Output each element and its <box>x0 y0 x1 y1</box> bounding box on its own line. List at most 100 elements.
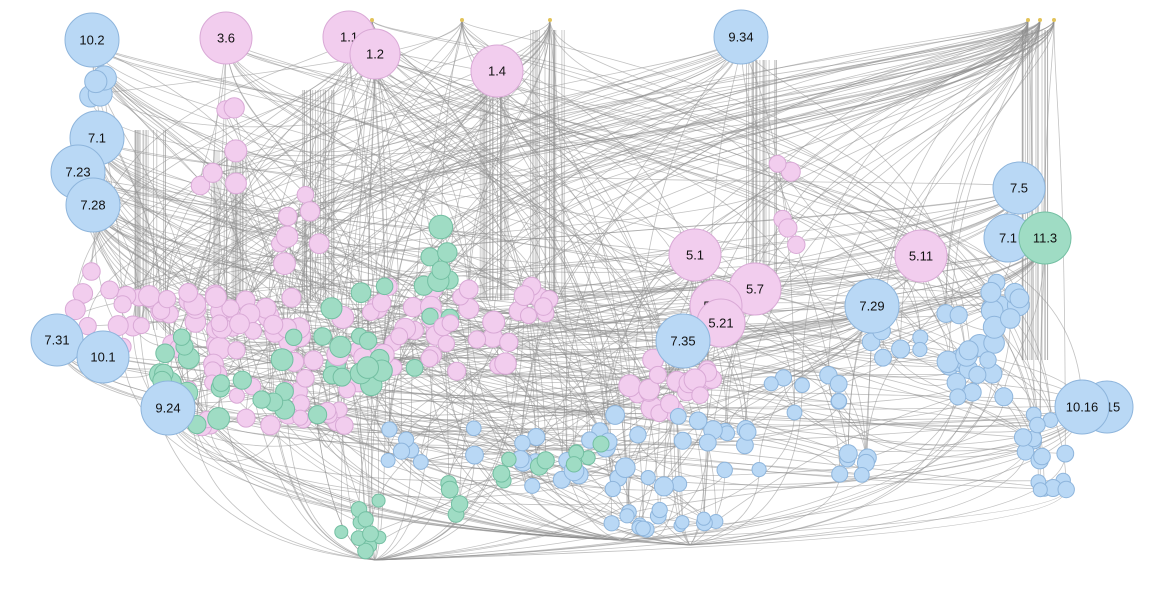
pink-node[interactable] <box>648 365 667 384</box>
blue-node[interactable] <box>912 341 928 358</box>
pink-node[interactable] <box>459 279 479 300</box>
green-node[interactable] <box>313 327 332 346</box>
blue-node[interactable] <box>1033 447 1051 466</box>
pink-node[interactable] <box>113 295 132 314</box>
pink-node[interactable] <box>228 387 245 404</box>
blue-node[interactable] <box>963 383 982 402</box>
blue-node[interactable] <box>604 480 621 498</box>
blue-node[interactable] <box>738 423 757 441</box>
green-node[interactable] <box>329 335 352 358</box>
pink-node[interactable] <box>638 378 660 401</box>
pink-node[interactable] <box>618 374 642 398</box>
blue-node[interactable] <box>853 467 870 483</box>
pink-node[interactable] <box>278 206 298 227</box>
node-1-4[interactable]: 1.4 <box>470 44 524 98</box>
pink-node[interactable] <box>276 225 299 248</box>
pink-node[interactable] <box>82 262 101 281</box>
green-node[interactable] <box>371 493 386 508</box>
green-node[interactable] <box>440 480 459 499</box>
blue-node[interactable] <box>794 377 810 394</box>
blue-node[interactable] <box>1000 308 1021 329</box>
pink-node[interactable] <box>513 285 535 307</box>
blue-node[interactable] <box>968 365 987 384</box>
pink-node[interactable] <box>263 314 284 335</box>
blue-node[interactable] <box>949 388 967 406</box>
pink-node[interactable] <box>221 299 240 318</box>
green-node[interactable] <box>501 451 517 468</box>
node-11-3[interactable]: 11.3 <box>1018 211 1072 265</box>
node-10-16[interactable]: 10.16 <box>1054 379 1110 435</box>
blue-node[interactable] <box>653 476 674 497</box>
blue-node[interactable] <box>465 445 484 465</box>
green-node[interactable] <box>565 456 583 473</box>
node-7-29[interactable]: 7.29 <box>844 278 900 334</box>
node-10-2[interactable]: 10.2 <box>64 12 120 68</box>
pink-node[interactable] <box>224 139 248 163</box>
pink-node[interactable] <box>441 314 460 332</box>
blue-node[interactable] <box>629 426 647 444</box>
green-node[interactable] <box>252 390 271 409</box>
blue-node[interactable] <box>786 404 803 421</box>
green-node[interactable] <box>207 407 231 430</box>
blue-node[interactable] <box>829 375 848 393</box>
node-7-28[interactable]: 7.28 <box>65 177 121 233</box>
blue-node[interactable] <box>716 461 733 479</box>
blue-node[interactable] <box>392 442 411 460</box>
blue-node[interactable] <box>1056 444 1075 463</box>
pink-node[interactable] <box>202 162 223 183</box>
green-node[interactable] <box>356 356 380 379</box>
blue-node[interactable] <box>698 433 717 452</box>
pink-node[interactable] <box>190 175 211 196</box>
pink-node[interactable] <box>64 299 86 321</box>
node-7-31[interactable]: 7.31 <box>30 313 84 367</box>
green-node[interactable] <box>450 495 469 513</box>
blue-node[interactable] <box>980 281 1002 303</box>
blue-node[interactable] <box>763 376 779 392</box>
pink-node[interactable] <box>281 287 302 308</box>
node-7-1-right[interactable]: 7.1 <box>983 213 1033 263</box>
blue-node[interactable] <box>891 339 911 359</box>
green-node[interactable] <box>492 464 511 483</box>
green-node[interactable] <box>155 343 175 364</box>
green-node[interactable] <box>592 435 610 453</box>
blue-node[interactable] <box>831 465 849 483</box>
blue-node[interactable] <box>514 434 531 452</box>
pink-node[interactable] <box>534 297 553 316</box>
green-node[interactable] <box>357 511 374 528</box>
pink-node[interactable] <box>768 154 787 173</box>
node-3-6[interactable]: 3.6 <box>199 11 253 65</box>
pink-node[interactable] <box>308 233 330 255</box>
pink-node[interactable] <box>227 341 246 360</box>
blue-node[interactable] <box>994 387 1014 407</box>
pink-node[interactable] <box>132 317 150 335</box>
green-node[interactable] <box>212 374 230 392</box>
pink-node[interactable] <box>100 280 119 300</box>
node-10-1[interactable]: 10.1 <box>76 330 130 384</box>
pink-node[interactable] <box>273 252 296 276</box>
pink-node[interactable] <box>229 313 250 335</box>
pink-node[interactable] <box>296 369 315 388</box>
green-node[interactable] <box>375 277 394 296</box>
blue-node[interactable] <box>619 508 635 524</box>
blue-node[interactable] <box>751 462 767 478</box>
blue-node[interactable] <box>466 420 482 437</box>
blue-node[interactable] <box>673 431 692 450</box>
pink-node[interactable] <box>660 394 680 414</box>
pink-node[interactable] <box>402 297 424 318</box>
green-node[interactable] <box>428 214 454 240</box>
node-7-35[interactable]: 7.35 <box>655 313 711 369</box>
green-node[interactable] <box>350 282 372 304</box>
node-7-5[interactable]: 7.5 <box>992 161 1046 215</box>
green-node[interactable] <box>334 525 349 539</box>
blue-node[interactable] <box>675 515 690 530</box>
blue-node[interactable] <box>1009 288 1030 309</box>
blue-node[interactable] <box>635 520 651 537</box>
blue-node[interactable] <box>830 393 847 410</box>
blue-node[interactable] <box>603 515 620 532</box>
green-node[interactable] <box>437 242 458 263</box>
blue-node[interactable] <box>615 457 636 479</box>
pink-node[interactable] <box>236 408 256 428</box>
blue-node[interactable] <box>688 411 708 430</box>
blue-node[interactable] <box>979 351 997 369</box>
blue-node[interactable] <box>84 69 108 94</box>
